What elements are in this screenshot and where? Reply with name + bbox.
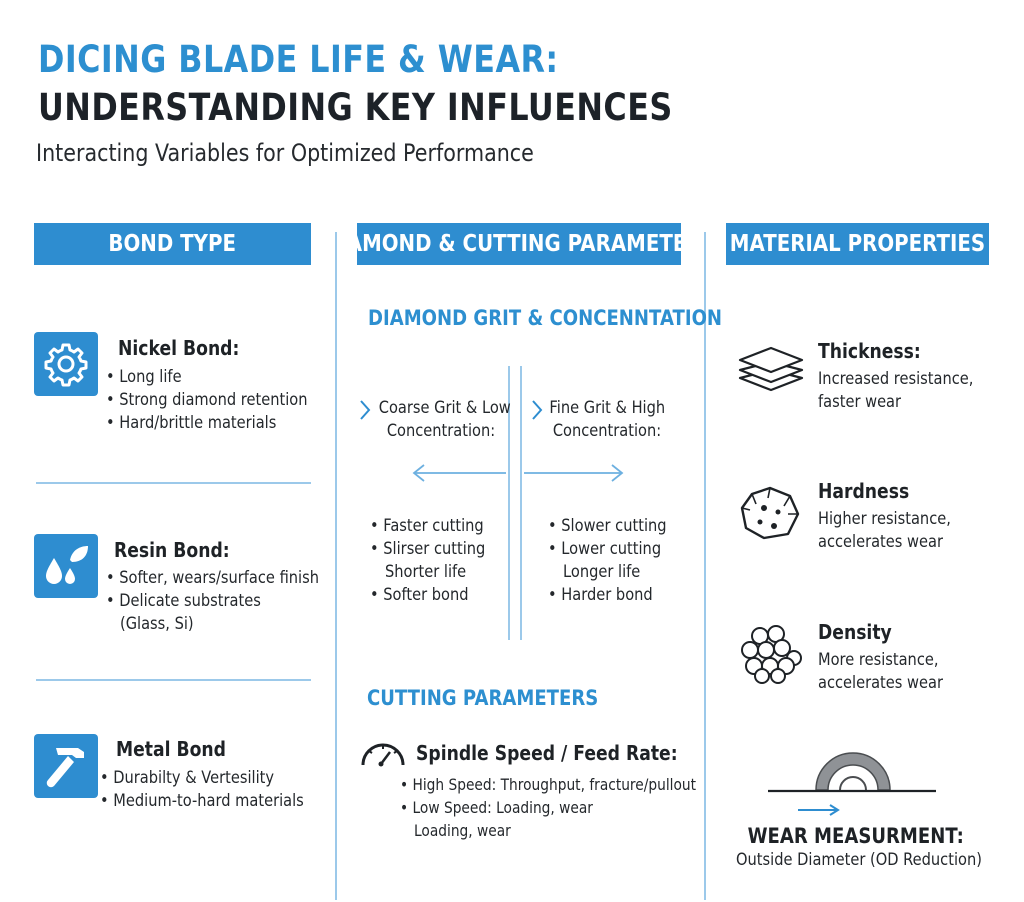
- nickel-bond-title: Nickel Bond:: [118, 336, 240, 360]
- diamond-parameters-header: DIAMOND & CUTTING PARAMETERS: [323, 223, 715, 265]
- metal-bond-title: Metal Bond: [116, 737, 226, 761]
- density-title: Density: [818, 620, 892, 644]
- bond-divider-1: [36, 482, 311, 484]
- hardness-description: Higher resistance, accelerates wear: [818, 509, 951, 552]
- cutting-parameters-heading: CUTTING PARAMETERS: [367, 686, 599, 710]
- thickness-description: Increased resistance, faster wear: [818, 369, 974, 412]
- rock-icon: [740, 486, 800, 540]
- grit-divider-a: [508, 366, 510, 640]
- wear-measurement-title: WEAR MEASURMENT:: [747, 824, 965, 848]
- spheres-icon: [741, 625, 802, 684]
- resin-bond-bullets: • Softer, wears/surface finish • Delicat…: [106, 568, 319, 634]
- spindle-speed-bullets: • High Speed: Throughput, fracture/pullo…: [400, 775, 697, 840]
- fine-grit-title: Fine Grit & High Concentration:: [549, 398, 665, 441]
- chevron-right-icon: [360, 400, 371, 420]
- coarse-grit-title: Coarse Grit & Low Concentration:: [378, 398, 511, 441]
- diamond-grit-heading: DIAMOND GRIT & CONCENNTATION: [368, 306, 723, 330]
- thickness-title: Thickness:: [818, 339, 921, 363]
- droplets-leaf-icon: [34, 534, 98, 598]
- metal-bond-bullets: • Durabilty & Vertesility • Medium-to-ha…: [100, 768, 304, 811]
- title-line-2: UNDERSTANDING KEY INFLUENCES: [38, 86, 673, 129]
- wear-measurement-subtitle: Outside Diameter (OD Reduction): [736, 850, 982, 870]
- arrow-right-icon: [524, 464, 624, 482]
- blade-wear-icon: [768, 752, 936, 816]
- speedometer-icon: [361, 743, 405, 767]
- arrow-left-icon: [412, 464, 506, 482]
- chevron-right-icon: [532, 400, 543, 420]
- spindle-speed-title: Spindle Speed / Feed Rate:: [416, 741, 678, 765]
- bond-divider-2: [36, 679, 311, 681]
- resin-bond-title: Resin Bond:: [114, 538, 230, 562]
- nickel-bond-bullets: • Long life • Strong diamond retention •…: [106, 367, 308, 433]
- column-divider-right: [704, 232, 706, 900]
- title-line-1: DICING BLADE LIFE & WEAR:: [38, 38, 559, 81]
- bond-type-header: BOND TYPE: [34, 223, 311, 265]
- grit-divider-b: [520, 366, 522, 640]
- density-description: More resistance, accelerates wear: [818, 650, 943, 693]
- material-properties-header: MATERIAL PROPERTIES: [726, 223, 989, 265]
- hardness-title: Hardness: [818, 479, 910, 503]
- fine-grit-bullets: • Slower cutting • Lower cutting Longer …: [548, 516, 667, 605]
- coarse-grit-bullets: • Faster cutting • Slirser cutting Short…: [370, 516, 486, 605]
- gear-icon: [34, 332, 98, 396]
- hammer-wrench-icon: [34, 734, 98, 798]
- column-divider-left: [335, 232, 337, 900]
- layers-icon: [738, 346, 804, 392]
- subtitle: Interacting Variables for Optimized Perf…: [36, 139, 534, 167]
